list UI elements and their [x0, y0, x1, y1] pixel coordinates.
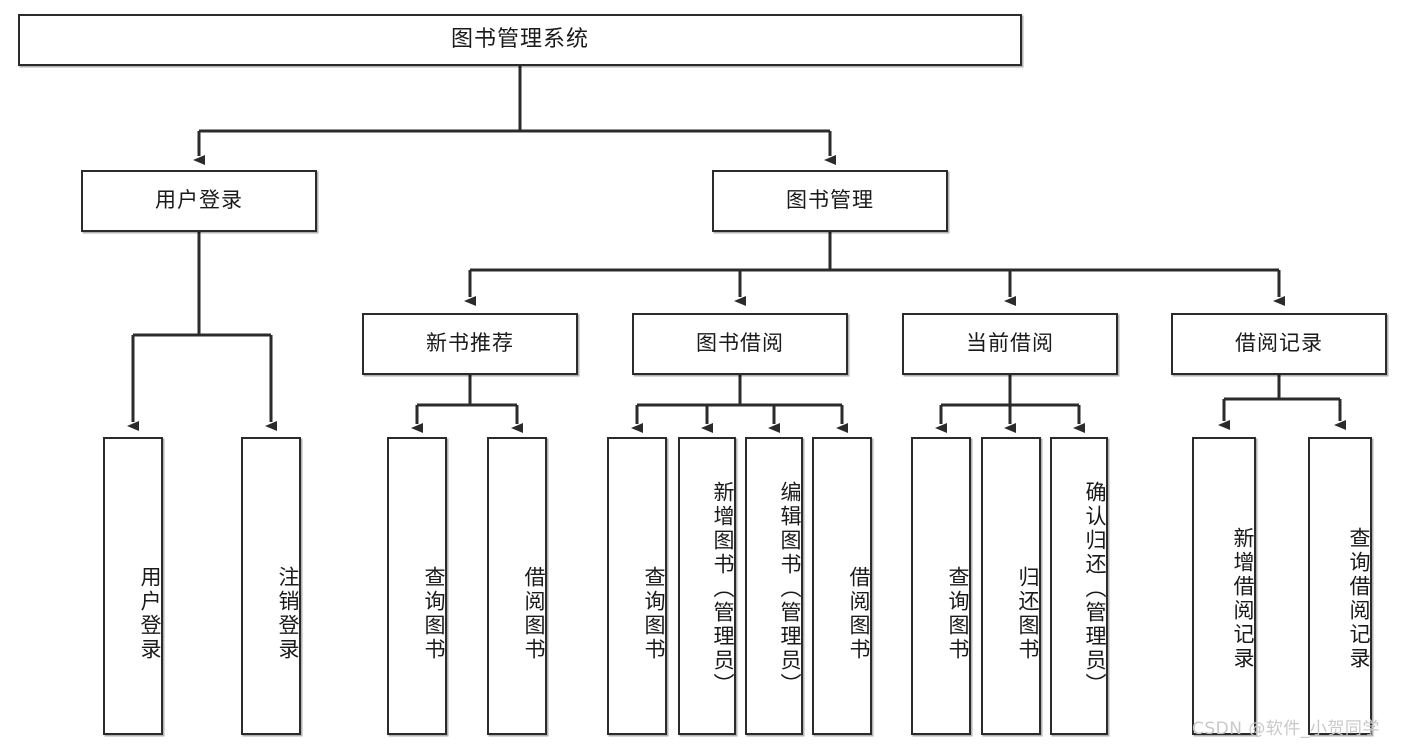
leaf-new-book-borrow-book[interactable]: 借阅图书 — [487, 437, 547, 735]
node-label: 借阅图书 — [522, 566, 546, 662]
node-user-login[interactable]: 用户登录 — [81, 170, 317, 232]
leaf-user-login-logout[interactable]: 注销登录 — [241, 437, 301, 735]
node-label: 用户登录 — [155, 188, 243, 213]
leaf-book-borrow-query-book[interactable]: 查询图书 — [607, 437, 667, 735]
node-label: 新书推荐 — [426, 331, 514, 356]
node-label: 借阅图书 — [847, 566, 871, 662]
leaf-borrow-record-add-record[interactable]: 新增借阅记录 — [1192, 437, 1256, 735]
node-borrow-record[interactable]: 借阅记录 — [1171, 313, 1387, 375]
node-label: 编辑图书（管理员） — [778, 481, 802, 697]
node-label: 查询图书 — [422, 566, 446, 662]
node-label: 图书管理系统 — [450, 26, 589, 52]
node-book-borrow[interactable]: 图书借阅 — [632, 313, 848, 375]
node-label: 归还图书 — [1016, 566, 1040, 662]
node-label: 当前借阅 — [966, 331, 1054, 356]
leaf-book-borrow-add-book-admin[interactable]: 新增图书（管理员） — [678, 437, 736, 735]
node-root-book-management-system[interactable]: 图书管理系统 — [18, 14, 1022, 66]
node-label: 查询图书 — [946, 566, 970, 662]
node-current-borrow[interactable]: 当前借阅 — [902, 313, 1118, 375]
node-book-management[interactable]: 图书管理 — [712, 170, 948, 232]
node-label: 查询借阅记录 — [1347, 527, 1371, 671]
node-label: 借阅记录 — [1235, 331, 1323, 356]
leaf-current-borrow-query-book[interactable]: 查询图书 — [911, 437, 971, 735]
csdn-watermark: CSDN @软件_小贺同学 — [1192, 719, 1380, 739]
leaf-current-borrow-return-book[interactable]: 归还图书 — [981, 437, 1041, 735]
node-label: 新增借阅记录 — [1231, 527, 1255, 671]
node-label: 用户登录 — [138, 566, 162, 662]
node-label: 查询图书 — [642, 566, 666, 662]
node-label: 注销登录 — [276, 566, 300, 662]
node-label: 图书管理 — [786, 188, 874, 213]
leaf-user-login-login[interactable]: 用户登录 — [103, 437, 163, 735]
leaf-current-borrow-confirm-return-admin[interactable]: 确认归还（管理员） — [1050, 437, 1108, 735]
node-label: 确认归还（管理员） — [1083, 481, 1107, 697]
leaf-book-borrow-borrow-book[interactable]: 借阅图书 — [812, 437, 872, 735]
leaf-borrow-record-query-record[interactable]: 查询借阅记录 — [1308, 437, 1372, 735]
node-label: 图书借阅 — [696, 331, 784, 356]
node-new-book-recommend[interactable]: 新书推荐 — [362, 313, 578, 375]
leaf-book-borrow-edit-book-admin[interactable]: 编辑图书（管理员） — [745, 437, 803, 735]
node-label: 新增图书（管理员） — [711, 481, 735, 697]
leaf-new-book-query-book[interactable]: 查询图书 — [387, 437, 447, 735]
